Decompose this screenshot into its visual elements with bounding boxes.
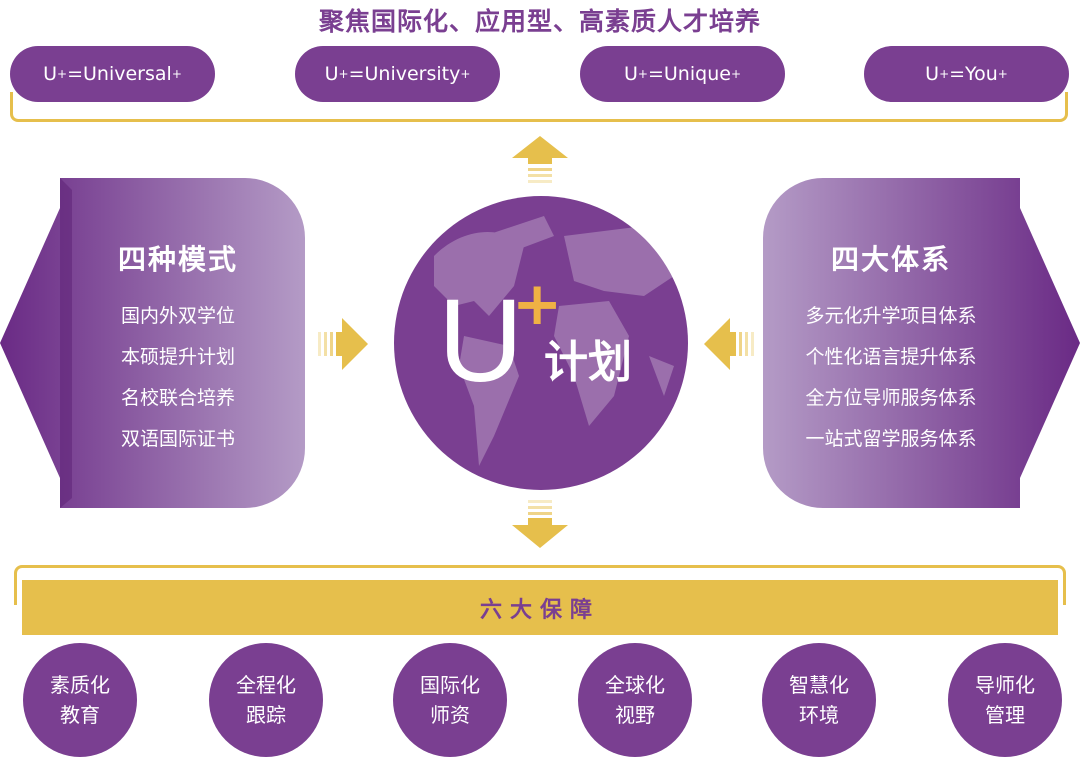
plus-icon: + <box>171 67 182 81</box>
globe: U + 计划 <box>394 196 688 490</box>
guarantee-circle: 全球化视野 <box>578 643 692 757</box>
page-title: 聚焦国际化、应用型、高素质人才培养 <box>318 7 761 36</box>
center-label: 计划 <box>544 337 632 388</box>
list-item: 双语国际证书 <box>120 428 235 450</box>
left-panel: 四种模式 国内外双学位 本硕提升计划 名校联合培养 双语国际证书 <box>0 178 305 508</box>
pill-label: =University <box>348 63 461 85</box>
arrow-left-icon <box>704 318 754 370</box>
guarantee-line: 视野 <box>615 703 655 727</box>
list-item: 本硕提升计划 <box>120 346 235 368</box>
list-item: 个性化语言提升体系 <box>805 346 977 368</box>
list-item: 名校联合培养 <box>120 387 235 409</box>
guarantee-circle: 素质化教育 <box>23 643 137 757</box>
guarantee-circle: 导师化管理 <box>948 643 1062 757</box>
guarantee-line: 国际化 <box>420 673 480 697</box>
pill-label: =You <box>949 63 998 85</box>
pill-label: =Unique <box>647 63 731 85</box>
right-panel: 四大体系 多元化升学项目体系 个性化语言提升体系 全方位导师服务体系 一站式留学… <box>763 178 1080 508</box>
pill-prefix: U <box>43 63 58 85</box>
guarantee-line: 环境 <box>799 703 839 727</box>
pill-label: =Universal <box>67 63 172 85</box>
plus-icon: + <box>939 67 950 81</box>
guarantee-circle: 智慧化环境 <box>762 643 876 757</box>
pill-prefix: U <box>324 63 339 85</box>
plus-icon: + <box>997 67 1008 81</box>
guarantee-line: 师资 <box>430 703 470 727</box>
left-panel-title: 四种模式 <box>117 243 238 276</box>
pill-prefix: U <box>624 63 638 85</box>
bottom-title-bar: 六大保障 <box>22 580 1058 635</box>
right-panel-title: 四大体系 <box>830 243 951 276</box>
pill-0: U+=Universal+ <box>10 46 215 102</box>
pill-2: U+=Unique+ <box>580 46 785 102</box>
guarantee-line: 教育 <box>60 703 100 727</box>
list-item: 国内外双学位 <box>120 305 235 327</box>
guarantee-line: 管理 <box>985 703 1025 727</box>
pill-prefix: U <box>925 63 940 85</box>
guarantee-line: 导师化 <box>975 673 1035 697</box>
bottom-bracket <box>14 565 1066 605</box>
list-item: 全方位导师服务体系 <box>805 387 977 409</box>
center-u: U <box>438 275 524 407</box>
world-map-icon <box>434 216 674 466</box>
top-bracket <box>10 92 1068 122</box>
guarantee-line: 智慧化 <box>789 673 849 697</box>
arrow-up-icon <box>512 136 568 183</box>
guarantee-circle: 全程化跟踪 <box>209 643 323 757</box>
guarantee-line: 全程化 <box>236 673 296 697</box>
guarantee-line: 素质化 <box>50 673 110 697</box>
plus-icon: + <box>57 67 68 81</box>
plus-icon: + <box>637 67 648 81</box>
bottom-title: 六大保障 <box>479 597 600 623</box>
plus-icon: + <box>730 67 741 81</box>
guarantee-line: 全球化 <box>605 673 665 697</box>
guarantee-circle: 国际化师资 <box>393 643 507 757</box>
arrow-right-icon <box>318 318 368 370</box>
list-item: 一站式留学服务体系 <box>805 428 977 450</box>
pill-3: U+=You+ <box>864 46 1069 102</box>
plus-icon: + <box>460 67 471 81</box>
list-item: 多元化升学项目体系 <box>805 305 977 327</box>
guarantee-line: 跟踪 <box>246 703 286 727</box>
pill-1: U+=University+ <box>295 46 500 102</box>
plus-icon: + <box>338 67 349 81</box>
center-plus: + <box>512 269 563 339</box>
arrow-down-icon <box>512 500 568 548</box>
